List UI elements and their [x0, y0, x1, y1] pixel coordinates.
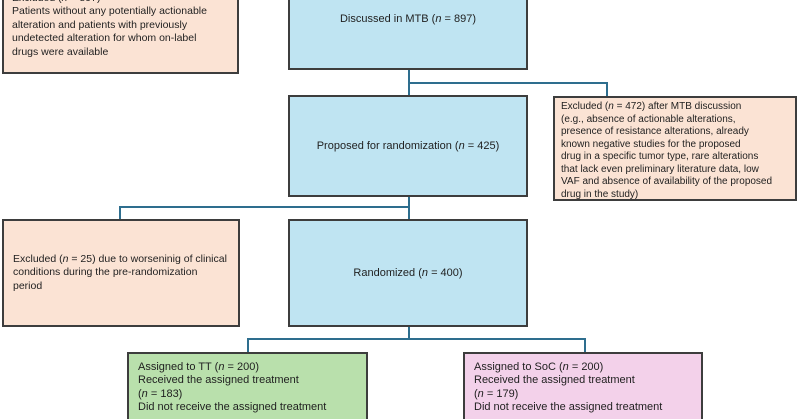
discussed-in-mtb-text: Discussed in MTB (n = 897)	[339, 13, 477, 25]
excluded-after-mtb-box: Excluded (n = 472) after MTB discussion(…	[553, 96, 797, 201]
connector-proposed-to-randomized	[408, 196, 410, 220]
excluded-screening-text: Excluded (n = 897)Patients without any p…	[12, 0, 207, 58]
assigned-tt-text: Assigned to TT (n = 200)Received the ass…	[138, 361, 327, 413]
excluded-after-mtb-text: Excluded (n = 472) after MTB discussion(…	[561, 101, 773, 200]
excluded-worsening-box: Excluded (n = 25) due to worseninig of c…	[2, 219, 240, 327]
randomized-box: Randomized (n = 400)	[288, 219, 528, 327]
connector-randomized-down	[408, 326, 410, 340]
connector-split-horizontal	[247, 338, 586, 340]
assigned-soc-text: Assigned to SoC (n = 200)Received the as…	[474, 361, 663, 413]
connector-stub-excluded-mtb	[606, 82, 608, 97]
excluded-screening-box: Excluded (n = 897)Patients without any p…	[2, 0, 239, 74]
connector-stub-soc	[584, 338, 586, 353]
connector-stub-excluded-worsening	[119, 206, 121, 220]
excluded-worsening-text: Excluded (n = 25) due to worseninig of c…	[13, 252, 227, 292]
connector-branch-to-excluded-worsening	[119, 206, 410, 208]
assigned-tt-box: Assigned to TT (n = 200)Received the ass…	[127, 352, 368, 419]
proposed-for-randomization-text: Proposed for randomization (n = 425)	[316, 140, 500, 152]
connector-stub-tt	[247, 338, 249, 353]
randomized-text: Randomized (n = 400)	[353, 267, 463, 279]
connector-branch-to-excluded-mtb	[408, 82, 608, 84]
assigned-soc-box: Assigned to SoC (n = 200)Received the as…	[463, 352, 703, 419]
proposed-for-randomization-box: Proposed for randomization (n = 425)	[288, 95, 528, 197]
discussed-in-mtb-box: Discussed in MTB (n = 897)	[288, 0, 528, 70]
